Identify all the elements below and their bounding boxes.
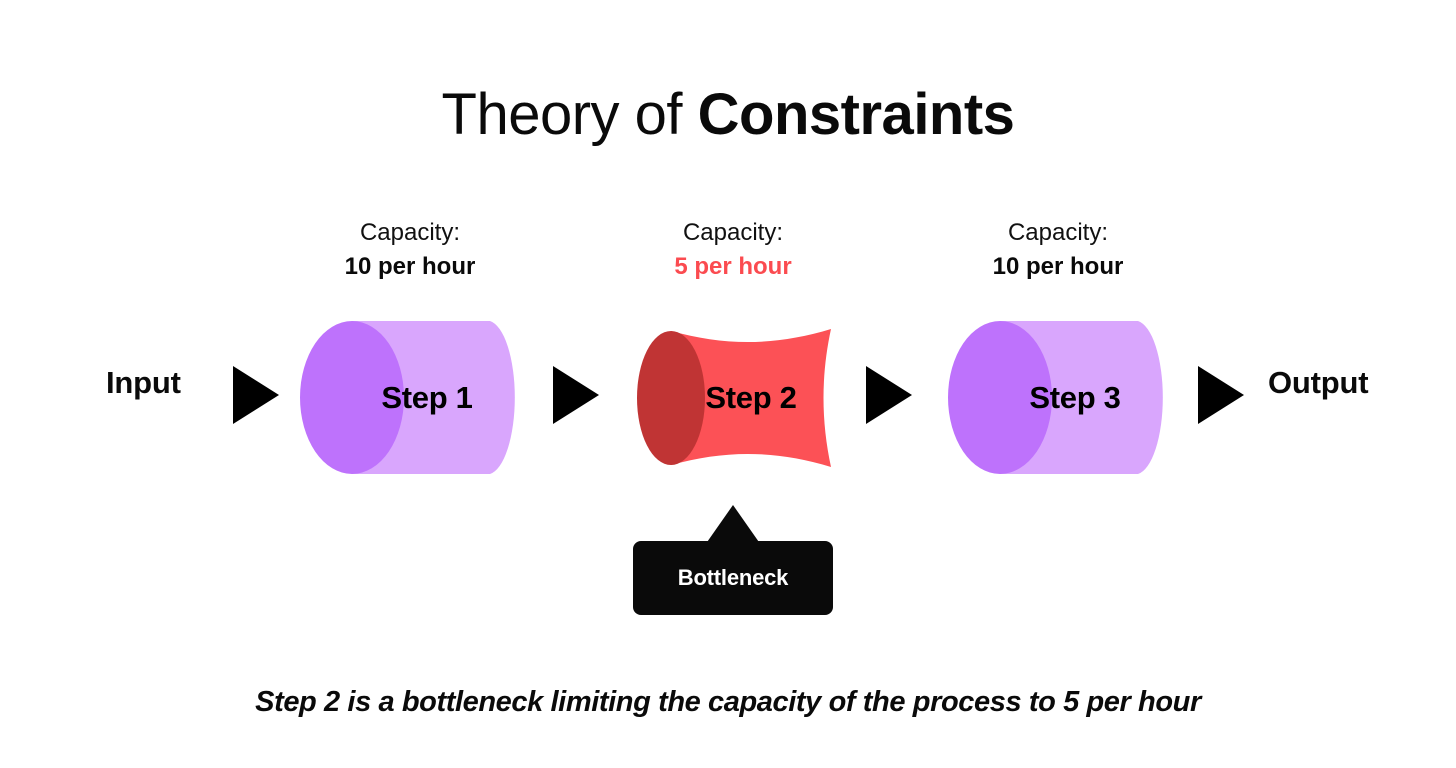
bottleneck-callout-label: Bottleneck xyxy=(677,565,789,590)
bottleneck-callout[interactable]: Bottleneck xyxy=(633,505,833,615)
triangle-right-icon xyxy=(553,366,599,424)
page-title: Theory of Constraints xyxy=(0,81,1456,147)
arrow-step-1-to-step-2 xyxy=(553,366,599,424)
cylinder-shape-step-1 xyxy=(300,321,515,474)
capacity-label-step-2: Capacity: xyxy=(682,219,784,246)
node-step-3[interactable]: Step 3 xyxy=(948,320,1166,475)
output-label: Output xyxy=(1268,365,1369,400)
arrow-input-to-step-1 xyxy=(233,366,279,424)
cylinder-shape-step-3 xyxy=(948,321,1163,474)
page-title-bold: Constraints xyxy=(697,81,1015,147)
capacity-block-step-2: Capacity: 5 per hour xyxy=(613,218,853,282)
arrow-step-2-to-step-3 xyxy=(866,366,912,424)
callout-bubble-shape xyxy=(633,505,833,615)
capacity-label-step-3: Capacity: xyxy=(1007,219,1109,246)
capacity-label-step-1: Capacity: xyxy=(359,219,461,246)
capacity-value-step-1: 10 per hour xyxy=(344,253,476,280)
figure-caption: Step 2 is a bottleneck limiting the capa… xyxy=(255,686,1201,718)
capacity-block-step-3: Capacity: 10 per hour xyxy=(938,218,1178,282)
triangle-up-icon xyxy=(705,505,761,545)
capacity-value-step-3: 10 per hour xyxy=(992,253,1124,280)
node-step-1[interactable]: Step 1 xyxy=(300,320,518,475)
input-label: Input xyxy=(106,365,181,400)
capacity-value-step-2: 5 per hour xyxy=(674,253,792,280)
triangle-right-icon xyxy=(866,366,912,424)
capacity-block-step-1: Capacity: 10 per hour xyxy=(290,218,530,282)
node-step-2[interactable]: Step 2 xyxy=(625,329,841,467)
bottleneck-cylinder-shape-step-2 xyxy=(637,329,831,467)
page-title-light: Theory of xyxy=(441,81,698,147)
triangle-right-icon xyxy=(1198,366,1244,424)
triangle-right-icon xyxy=(233,366,279,424)
arrow-step-3-to-output xyxy=(1198,366,1244,424)
process-flow-diagram: Capacity: 10 per hour Capacity: 5 per ho… xyxy=(0,190,1456,490)
